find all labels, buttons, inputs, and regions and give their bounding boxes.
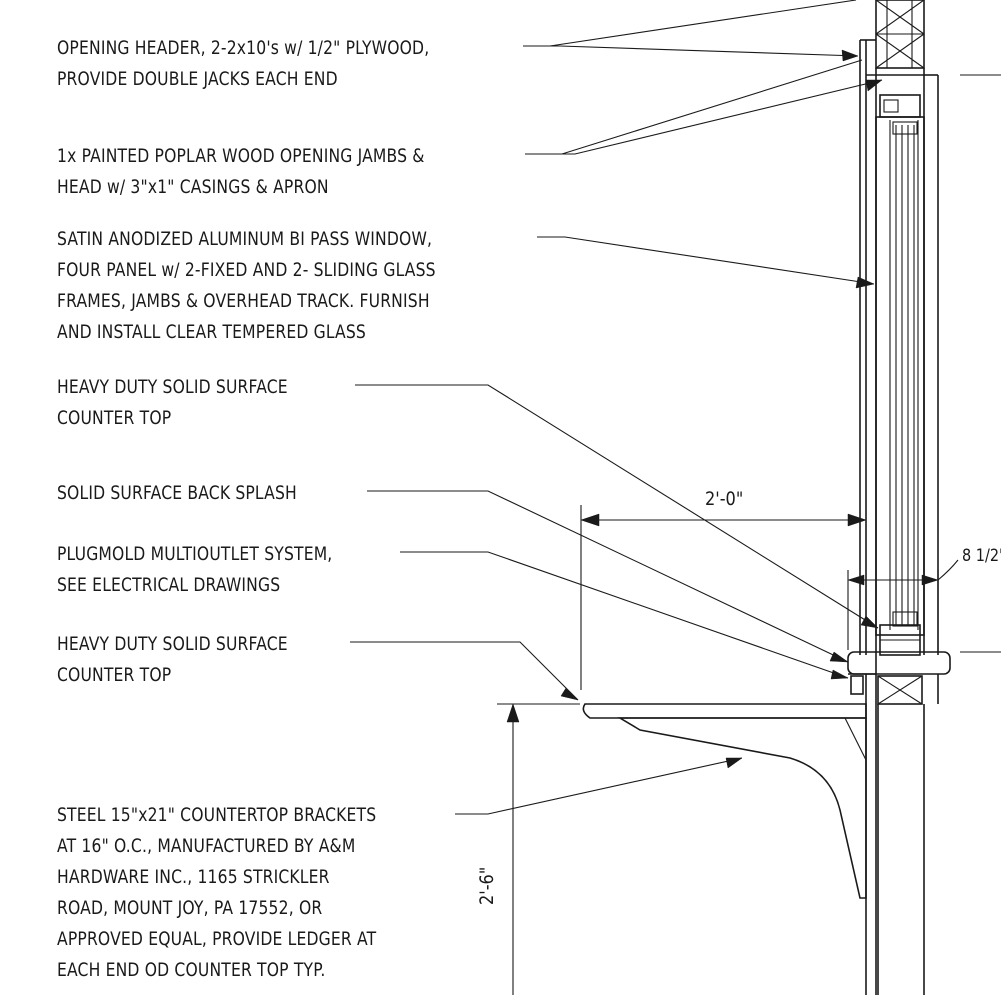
note-line: HARDWARE INC., 1165 STRICKLER [57,866,330,888]
note-counter-lower: HEAVY DUTY SOLID SURFACE COUNTER TOP [57,629,288,691]
jamb-casing [859,39,939,995]
note-line: SOLID SURFACE BACK SPLASH [57,482,297,504]
countertop [582,703,867,719]
dimension-wall-lines [847,559,959,650]
note-window: SATIN ANODIZED ALUMINUM BI PASS WINDOW, … [57,224,436,348]
note-line: COUNTER TOP [57,407,172,429]
note-line: HEAVY DUTY SOLID SURFACE [57,633,288,655]
right-edge-ticks [960,74,1001,653]
note-backsplash: SOLID SURFACE BACK SPLASH [57,478,297,509]
note-line: ROAD, MOUNT JOY, PA 17552, OR [57,897,323,919]
note-line: EACH END OD COUNTER TOP TYP. [57,959,326,981]
note-line: PLUGMOLD MULTIOUTLET SYSTEM, [57,543,333,565]
note-line: AND INSTALL CLEAR TEMPERED GLASS [57,321,366,343]
dimension-depth-label: 2'-0" [705,488,744,510]
window-frame [875,116,925,656]
dimension-height-label: 2'-6" [476,866,498,905]
note-line: HEAVY DUTY SOLID SURFACE [57,376,288,398]
leader-arrowheads [560,49,883,769]
header-framing [875,0,925,69]
note-counter-upper: HEAVY DUTY SOLID SURFACE COUNTER TOP [57,372,288,434]
note-line: OPENING HEADER, 2-2x10's w/ 1/2" PLYWOOD… [57,37,430,59]
note-jambs: 1x PAINTED POPLAR WOOD OPENING JAMBS & H… [57,141,425,203]
note-brackets: STEEL 15"x21" COUNTERTOP BRACKETS AT 16"… [57,800,376,986]
dimension-wall-label: 8 1/2" [962,546,1001,566]
dimension-height-lines [497,703,580,995]
note-line: SEE ELECTRICAL DRAWINGS [57,574,281,596]
note-line: STEEL 15"x21" COUNTERTOP BRACKETS [57,804,377,826]
steel-bracket [617,717,867,899]
note-line: COUNTER TOP [57,664,172,686]
note-line: APPROVED EQUAL, PROVIDE LEDGER AT [57,928,377,950]
note-line: FOUR PANEL w/ 2-FIXED AND 2- SLIDING GLA… [57,259,436,281]
leader-lines [350,0,883,815]
note-line: FRAMES, JAMBS & OVERHEAD TRACK. FURNISH [57,290,430,312]
note-line: PROVIDE DOUBLE JACKS EACH END [57,68,338,90]
dimension-depth-lines [580,505,867,690]
note-line: AT 16" O.C., MANUFACTURED BY A&M [57,835,356,857]
note-plugmold: PLUGMOLD MULTIOUTLET SYSTEM, SEE ELECTRI… [57,539,332,601]
note-opening-header: OPENING HEADER, 2-2x10's w/ 1/2" PLYWOOD… [57,33,429,95]
note-line: 1x PAINTED POPLAR WOOD OPENING JAMBS & [57,145,425,167]
note-line: SATIN ANODIZED ALUMINUM BI PASS WINDOW, [57,228,433,250]
note-line: HEAD w/ 3"x1" CASINGS & APRON [57,176,329,198]
